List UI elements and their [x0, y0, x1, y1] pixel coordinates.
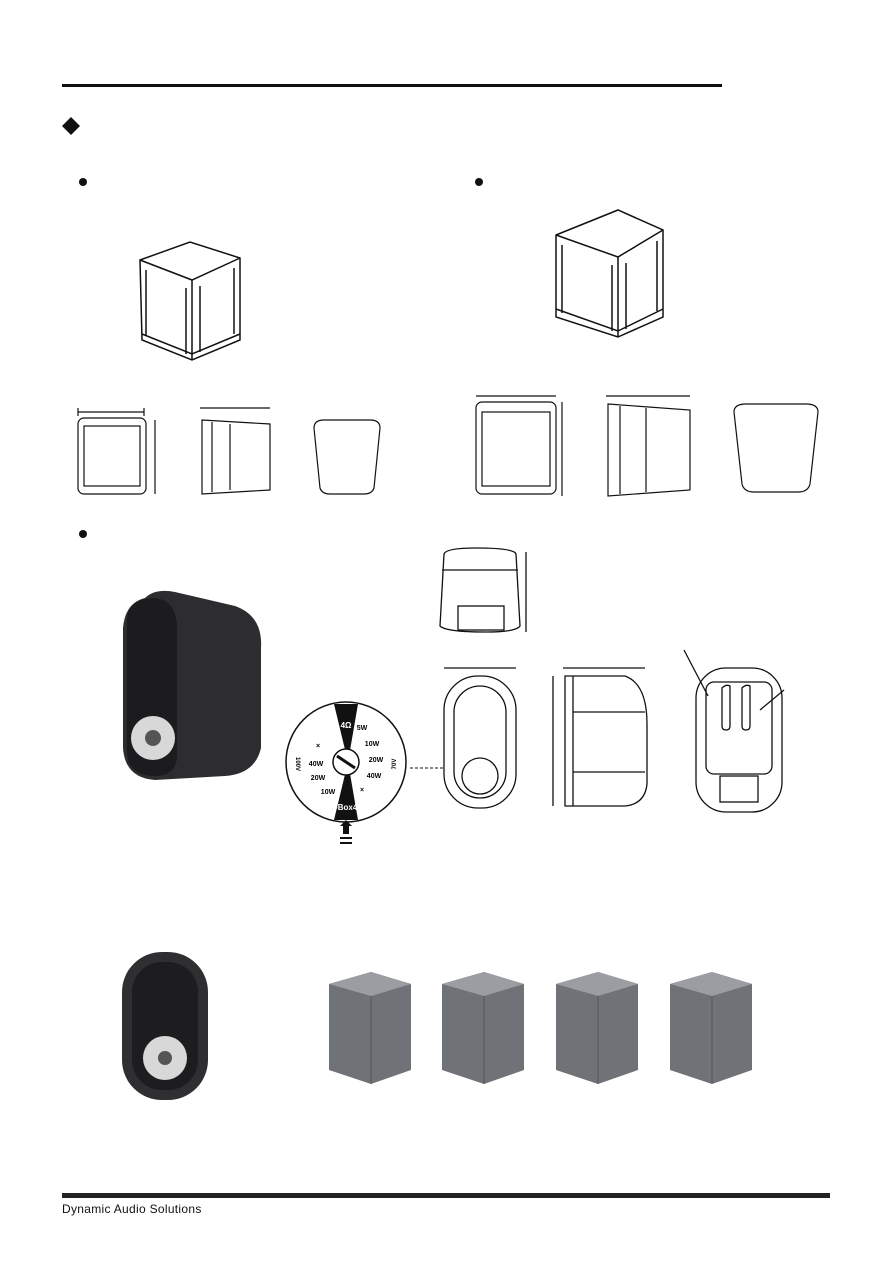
dial-setting-left: 20W — [311, 775, 326, 782]
wall-speaker-front-view — [443, 667, 517, 809]
wall-speaker-side-view — [552, 667, 648, 807]
footer-brand: Dynamic Audio Solutions — [62, 1202, 202, 1216]
bullet-icon — [475, 178, 483, 186]
wall-speaker-photo — [123, 590, 262, 780]
grey-speaker-photo — [670, 972, 752, 1084]
wall-speaker-back-view — [683, 649, 785, 813]
large-speaker-iso-illustration — [555, 209, 664, 338]
small-speaker-iso-illustration — [139, 241, 241, 361]
dial-setting-right: 40W — [367, 773, 382, 780]
section-diamond-icon — [62, 117, 80, 135]
bullet-icon — [79, 530, 87, 538]
dial-setting-right: 10W — [365, 741, 380, 748]
small-speaker-dimension-views — [77, 407, 381, 495]
grey-speaker-photo — [556, 972, 638, 1084]
dial-setting-left: 10W — [321, 789, 336, 796]
dial-impedance: 4Ω — [341, 721, 352, 730]
footer-rule — [62, 1193, 830, 1198]
dial-model: F-Box40 — [330, 803, 362, 812]
grey-speaker-photo — [329, 972, 411, 1084]
dial-right-tag: 70V — [392, 759, 398, 770]
header-rule — [62, 84, 722, 87]
dial-setting-right: × — [360, 787, 364, 794]
dial-setting-left: 40W — [309, 761, 324, 768]
leader-line — [410, 767, 445, 769]
grey-speaker-photo — [442, 972, 524, 1084]
large-speaker-dimension-views — [475, 395, 819, 497]
bullet-icon — [79, 178, 87, 186]
dial-left-tag: 100V — [294, 757, 300, 771]
wall-speaker-top-view — [439, 547, 527, 633]
tap-selector-dial-illustration: 4Ω F-Box40 100V 70V × 40W 20W 10W 5W 10W… — [285, 701, 407, 844]
dial-setting-right: 20W — [369, 757, 384, 764]
dial-setting-right: 5W — [357, 725, 368, 732]
wall-speaker-front-photo — [122, 952, 208, 1100]
dial-setting-left: × — [316, 743, 320, 750]
